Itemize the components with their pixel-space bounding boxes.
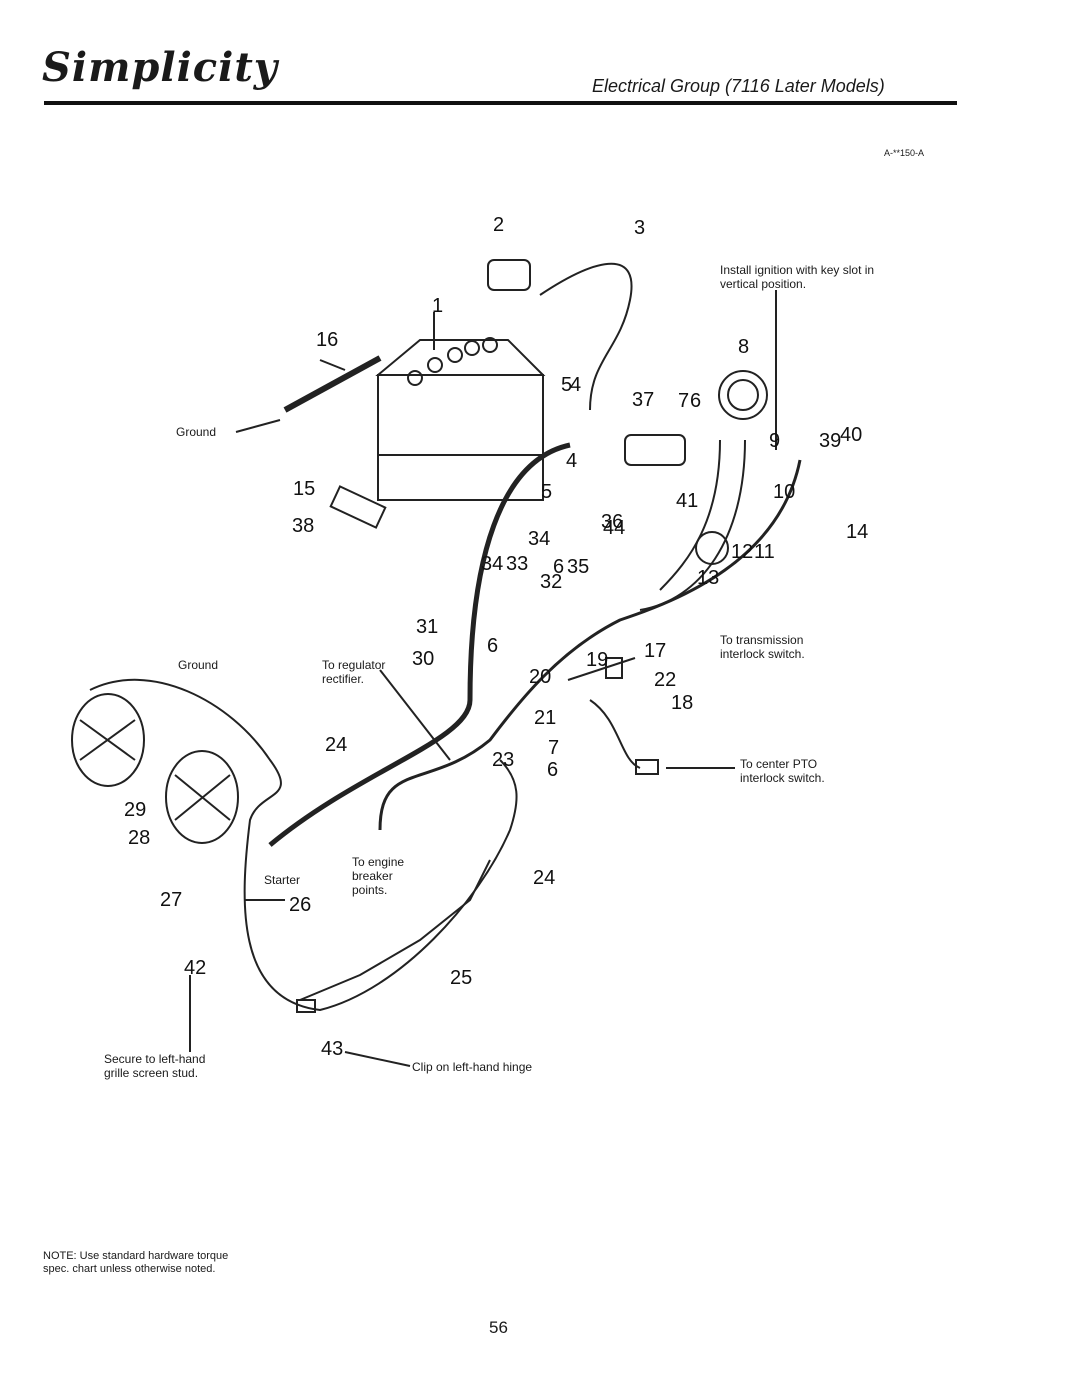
part-label: 35	[567, 556, 589, 578]
part-label: 13	[697, 567, 719, 589]
headlight-right	[165, 750, 239, 844]
part-number-labels: 1 2 3 4 4 5 5 6 6 6 6 7 7 8 9 10 11 12 1…	[124, 214, 868, 1060]
part-label: 44	[603, 517, 625, 539]
page-number: 56	[489, 1318, 508, 1337]
page-title: Electrical Group (7116 Later Models)	[592, 76, 885, 96]
brand-logo: Simplicity	[42, 44, 279, 91]
starter-label: Starter	[264, 873, 301, 887]
part-label: 43	[321, 1038, 343, 1060]
part-label: 37	[632, 389, 654, 411]
part-label: 19	[586, 649, 608, 671]
part-label: 32	[540, 571, 562, 593]
part-label: 23	[492, 749, 514, 771]
part-label: 12	[731, 541, 753, 563]
header-rule	[44, 101, 957, 105]
part-label: 27	[160, 889, 182, 911]
mounting-bracket	[329, 485, 387, 529]
part-label: 5	[541, 481, 552, 503]
ground-label-top: Ground	[176, 425, 217, 439]
install-ignition-note: Install ignition with key slot in vertic…	[720, 263, 875, 291]
part-label: 34	[481, 553, 503, 575]
part-label: 26	[289, 894, 311, 916]
part-label: 6	[487, 635, 498, 657]
part-label: 16	[316, 329, 338, 351]
part-label: 17	[644, 640, 666, 662]
part-label: 25	[450, 967, 472, 989]
part-label: 24	[325, 734, 347, 756]
part-label: 4	[570, 374, 581, 396]
solenoid	[624, 434, 686, 466]
part-label: 18	[671, 692, 693, 714]
positive-cable	[539, 262, 633, 411]
part-label: 38	[292, 515, 314, 537]
ignition-switch	[695, 531, 729, 565]
part-label: 4	[566, 450, 577, 472]
part-label: 20	[529, 666, 551, 688]
part-label: 11	[754, 541, 775, 563]
part-label: 3	[634, 217, 645, 239]
clip-label: Clip on left-hand hinge	[412, 1060, 533, 1074]
footer-note: NOTE: Use standard hardware torque spec.…	[43, 1250, 229, 1275]
part-label: 30	[412, 648, 434, 670]
part-label: 41	[676, 490, 698, 512]
terminal-cap	[487, 259, 531, 291]
part-label: 5	[561, 374, 572, 396]
part-label: 8	[738, 336, 749, 358]
transmission-connector	[605, 657, 623, 679]
figure-reference: A-**150-A	[884, 148, 925, 158]
hinge-clip	[296, 999, 316, 1013]
ground-label-left: Ground	[178, 658, 219, 672]
part-label: 36	[601, 511, 623, 533]
pto-label: To center PTO interlock switch.	[740, 757, 825, 785]
secure-label: Secure to left-hand grille screen stud.	[104, 1052, 206, 1080]
part-label: 21	[534, 707, 556, 729]
engine-label: To engine breaker points.	[352, 855, 405, 897]
transmission-label: To transmission interlock switch.	[720, 633, 805, 661]
part-label: 31	[416, 616, 438, 638]
part-label: 15	[293, 478, 315, 500]
ground-cable	[283, 355, 382, 413]
battery	[375, 337, 546, 501]
headlight-left	[71, 693, 145, 787]
main-harness	[378, 459, 802, 831]
part-label: 1	[432, 295, 443, 317]
part-label: 7	[548, 737, 559, 759]
part-label: 29	[124, 799, 146, 821]
regulator-label: To regulator rectifier.	[322, 658, 386, 686]
part-label: 24	[533, 867, 555, 889]
part-label: 7	[678, 390, 689, 412]
part-label: 42	[184, 957, 206, 979]
part-label: 2	[493, 214, 504, 236]
battery-starter-cable	[268, 442, 571, 847]
part-label: 10	[773, 481, 795, 503]
part-label: 6	[553, 556, 564, 578]
part-label: 40	[840, 424, 862, 446]
part-label: 6	[690, 390, 701, 412]
part-label: 14	[846, 521, 868, 543]
part-label: 9	[769, 430, 780, 452]
part-label: 28	[128, 827, 150, 849]
light-harness	[89, 678, 518, 1012]
ammeter	[718, 370, 768, 420]
part-label: 39	[819, 430, 841, 452]
part-label: 6	[547, 759, 558, 781]
part-label: 34	[528, 528, 550, 550]
part-label: 22	[654, 669, 676, 691]
part-label: 33	[506, 553, 528, 575]
